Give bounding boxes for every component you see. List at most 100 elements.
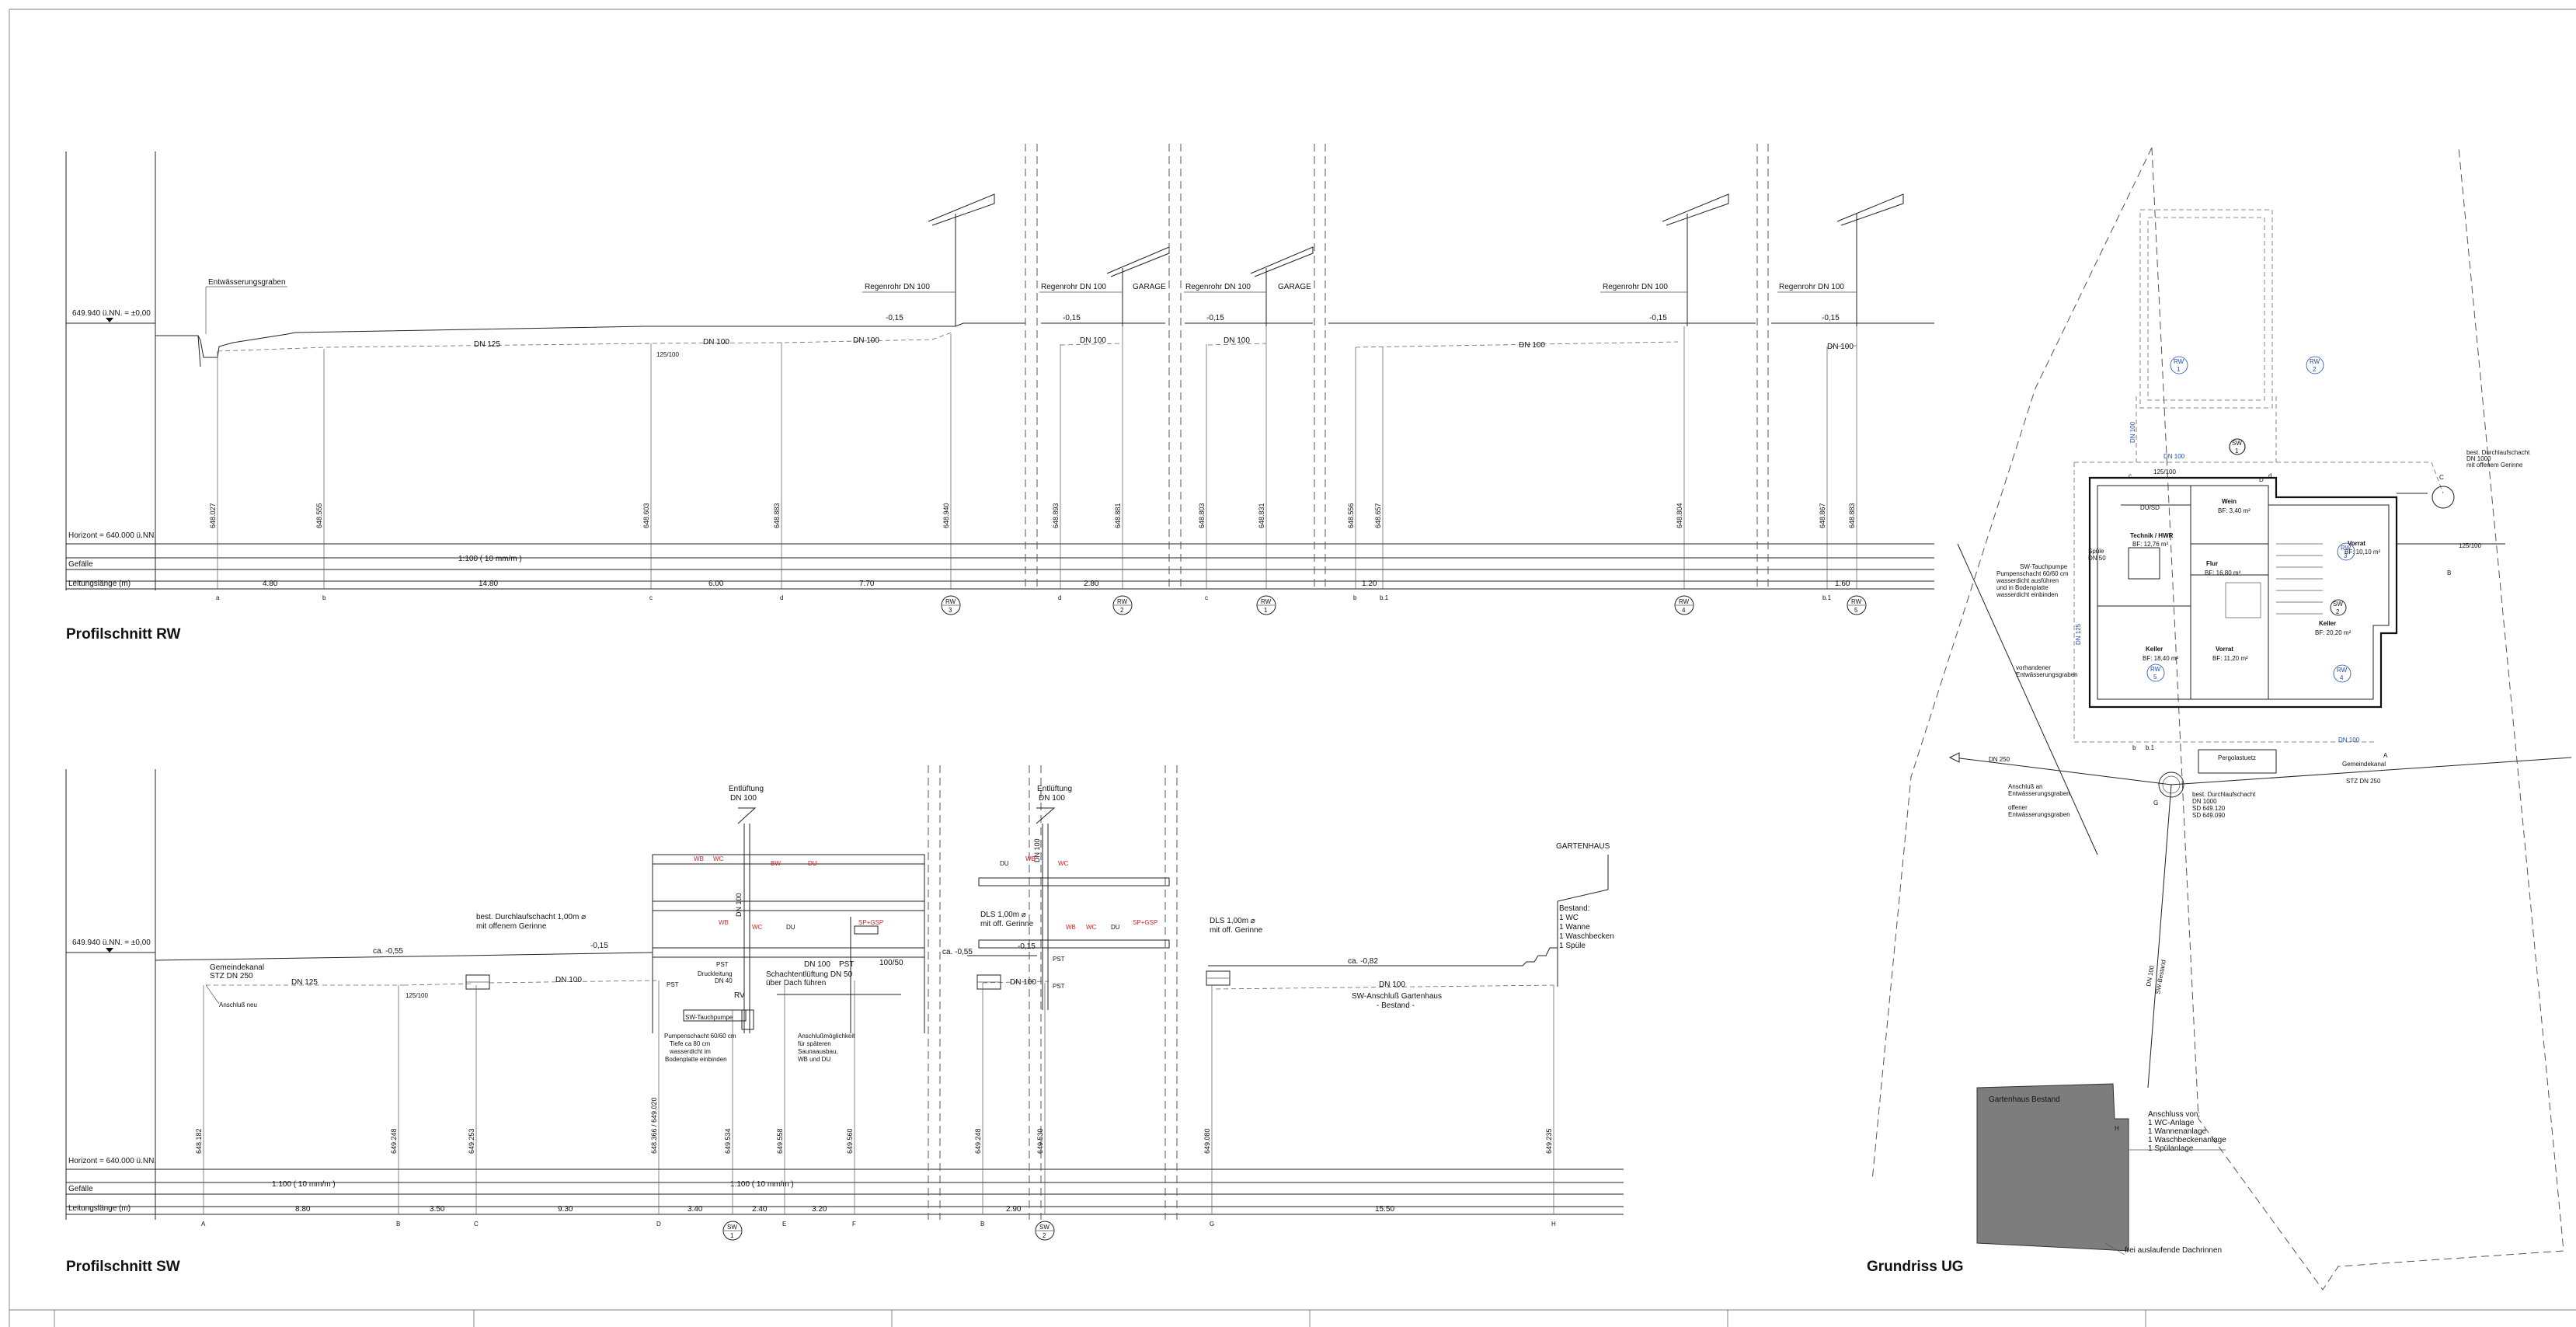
rw-markers: RW3 RW2 RW1 RW4 RW5	[941, 595, 1867, 615]
rw-marker-2: RW 2	[1112, 595, 1133, 615]
rw-length: 6.00	[708, 580, 724, 588]
sw-dls-2: DLS 1,00m ⌀	[1210, 917, 1255, 925]
sw-length: 15.50	[1375, 1205, 1394, 1214]
sw-du: DU	[808, 860, 817, 867]
room-flur: Flur	[2206, 560, 2218, 567]
sw-point: H	[1551, 1221, 1556, 1228]
sw-ans-4: WB und DU	[798, 1056, 830, 1063]
plan-durch-a: best. Durchlaufschacht	[2466, 449, 2530, 456]
sw-ca082: ca. -0,82	[1348, 957, 1378, 966]
sw-bestand-4: 1 Spüle	[1559, 942, 1586, 950]
sw-dn100-c: DN 100	[1010, 978, 1036, 987]
rw-dn100-c: DN 100	[1080, 336, 1106, 345]
plan-marker-rw1: RW1	[2170, 356, 2188, 374]
room-flur-area: BF: 16,80 m²	[2205, 569, 2241, 576]
sw-wb-g2: WB	[1066, 924, 1076, 931]
sw-entl-2: Entlüftung	[1037, 785, 1072, 793]
sw-entl-1b: DN 100	[730, 794, 757, 803]
sw-druck: Druckleitung	[698, 970, 732, 977]
room-vorrat-1-area: BF: 10,10 m²	[2345, 549, 2381, 556]
plan-ans-4: 1 Spülanlage	[2148, 1144, 2194, 1153]
sw-lengths: 8.80 3.50 9.30 3.40 2.40 3.20 2.90 15.50	[295, 1205, 1394, 1214]
sw-pst-1: PST	[716, 961, 729, 968]
svg-text:3: 3	[2344, 552, 2348, 559]
sw-bestand-dash: - Bestand -	[1377, 1001, 1415, 1010]
svg-text:2: 2	[1043, 1232, 1046, 1239]
room-technik-area: BF: 12,76 m²	[2132, 541, 2169, 548]
rw-height: 648.881	[1114, 503, 1122, 528]
svg-text:2: 2	[1120, 607, 1124, 614]
rw-height: 648.883	[773, 503, 781, 528]
svg-text:RW: RW	[1679, 598, 1690, 605]
room-vorrat-1: Vorrat	[2348, 540, 2365, 547]
svg-text:5: 5	[1854, 607, 1858, 614]
svg-text:1: 1	[2235, 448, 2239, 455]
plan-pd: D	[2259, 476, 2264, 483]
plan-marker-sw1: SW1	[2229, 438, 2246, 455]
rw-height: 648.883	[1848, 503, 1856, 528]
sw-height: 649.530	[1036, 1128, 1044, 1154]
rw-gefaelle-value: 1:100 ( 10 mm/m )	[458, 555, 522, 563]
room-vorrat-2: Vorrat	[2216, 646, 2233, 653]
rw-graben: Entwässerungsgraben	[208, 278, 286, 287]
sw-point-letters: A B C D E F B G H	[201, 1221, 1556, 1228]
plan-marker-sw2: SW2	[2330, 599, 2347, 616]
sw-druck-2: DN 40	[715, 977, 733, 984]
sw-laenge-label: Leitungslänge (m)	[68, 1204, 131, 1213]
svg-text:RW: RW	[1851, 598, 1862, 605]
sw-marker-2: SW2	[1035, 1221, 1055, 1241]
plan-marker-rw5: RW5	[2146, 664, 2165, 682]
rw-horizont: Horizont = 640.000 ü.NN.	[68, 531, 156, 540]
profile-rw: 649.940 ü.NN. = ±0,00 Horizont = 640.000…	[65, 144, 1934, 643]
plan-durch-b: DN 1000	[2466, 455, 2491, 462]
svg-text:RW: RW	[1117, 598, 1128, 605]
sw-pump-3: Tiefe ca 80 cm	[670, 1040, 711, 1047]
room-technik: Technik / HWR	[2130, 532, 2174, 539]
plan-b: b	[2132, 744, 2136, 751]
sw-markers: SW1 SW2	[722, 1221, 1055, 1241]
rw-pipe-5: Regenrohr DN 100	[1779, 283, 1844, 291]
plan-gemeinde: Gemeindekanal	[2342, 761, 2386, 768]
sw-pump-1: SW-Tauchpumpe	[685, 1014, 733, 1021]
svg-text:RW: RW	[2337, 667, 2348, 674]
sw-wc: WC	[713, 855, 724, 862]
sw-ans-3: Saunaausbau,	[798, 1048, 838, 1055]
plan-du-sd: DU/SD	[2140, 504, 2160, 511]
plan-durch2-d: SD 649.090	[2192, 812, 2226, 819]
sw-dn100-vert: DN 100	[735, 893, 743, 917]
plan-offener-2: Entwässerungsgraben	[2008, 811, 2070, 818]
plan-pb: B	[2447, 569, 2451, 576]
plan-ans-von: Anschluss von:	[2148, 1110, 2200, 1119]
sw-pst-4: PST	[1053, 956, 1065, 963]
rw-height: 648.657	[1374, 503, 1382, 528]
plan-offener-1: offener	[2008, 804, 2028, 811]
sw-garage: Entlüftung DN 100 DN 100 DU WB WC WB WC …	[942, 785, 1170, 1010]
svg-text:RW: RW	[945, 598, 956, 605]
rw-dn125: DN 125	[474, 340, 500, 349]
sw-ca055: ca. -0,55	[373, 947, 403, 956]
rw-garage-2: GARAGE	[1278, 283, 1311, 291]
sw-bw: BW	[771, 860, 781, 867]
svg-text:RW: RW	[2310, 358, 2320, 365]
sw-pump-4: wasserdicht im	[669, 1048, 711, 1055]
sw-dn100-a: DN 100	[555, 976, 582, 984]
rw-length: 4.80	[263, 580, 278, 588]
plan-dn100: DN 100	[2163, 453, 2185, 460]
plan-pump-1: SW-Tauchpumpe	[2020, 563, 2068, 570]
plan-vorh-1: vorhandener	[2016, 664, 2051, 671]
rw-lengths: 4.80 14.80 6.00 7.70 2.80 1.20 1.60	[263, 580, 1850, 588]
sw-height: 649.080	[1203, 1128, 1211, 1154]
sw-dn100-e: DN 100	[1379, 980, 1405, 989]
sw-gefaelle-label: Gefälle	[68, 1185, 93, 1193]
sw-ans-2: für späteren	[798, 1040, 831, 1047]
plan-d: d	[2268, 472, 2271, 479]
rw-height: 648.556	[1347, 503, 1355, 528]
sw-point: B	[396, 1221, 400, 1228]
sw-bestand: Bestand:	[1559, 904, 1589, 913]
sw-title: Profilschnitt SW	[66, 1259, 180, 1275]
svg-text:3: 3	[949, 607, 952, 614]
sw-du-g: DU	[1000, 860, 1009, 867]
rw-height: 648.555	[315, 503, 323, 528]
sw-gemeinde: Gemeindekanal	[210, 963, 264, 972]
sw-durchlauf: best. Durchlaufschacht 1,00m ⌀	[476, 913, 586, 921]
